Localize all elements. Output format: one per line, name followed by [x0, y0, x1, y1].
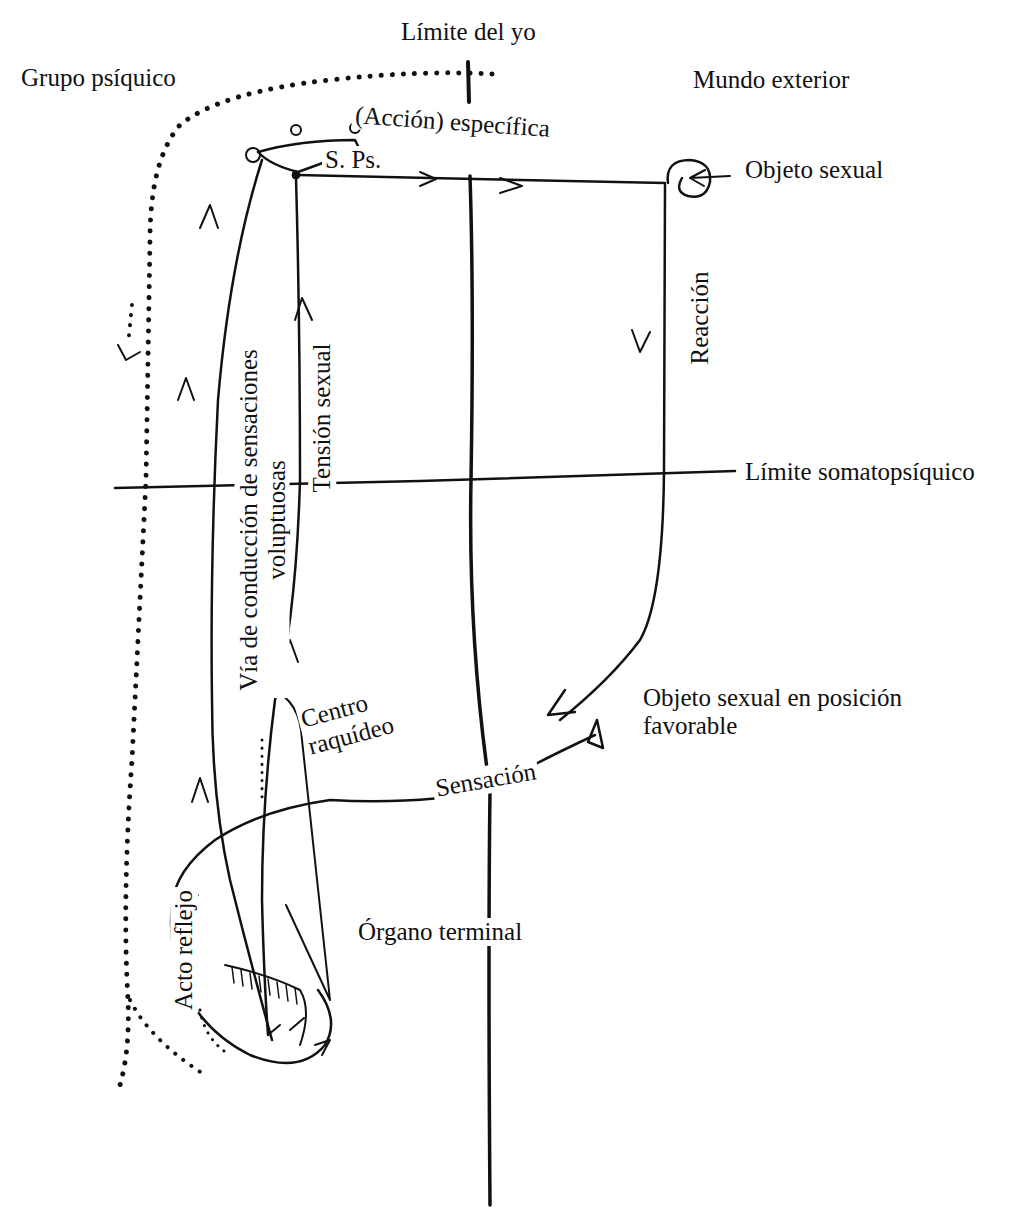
outer-world-label: Mundo exterior [690, 66, 852, 94]
favourable-object-label: Objeto sexual en posición favorable [640, 684, 916, 739]
specific-action-label: (Acción) específica [351, 101, 553, 142]
hatch-stroke [268, 979, 270, 995]
reaction-label: Reacción [686, 268, 714, 367]
hatch-stroke [286, 985, 288, 1001]
reflex-act-label: Acto reflejo [170, 887, 198, 1013]
hatch-stroke [241, 970, 243, 986]
hatch-stroke [295, 988, 297, 1004]
hatch-stroke [277, 982, 279, 998]
hatch-stroke [250, 973, 252, 989]
somatopsychic-boundary-label: Límite somatopsíquico [742, 458, 978, 486]
sps-label: S. Ps. [322, 146, 384, 174]
sexual-tension-label: Tensión sexual [308, 341, 336, 496]
ego-boundary-label: Límite del yo [398, 18, 539, 46]
psychic-group-label: Grupo psíquico [18, 64, 179, 92]
terminal-organ-label: Órgano terminal [355, 918, 525, 946]
conduction-path-label: Vía de conducción de sensaciones voluptu… [235, 342, 290, 698]
sexual-object-label: Objeto sexual [742, 156, 886, 184]
spinal-centre-label: Centro raquídeo [295, 675, 431, 761]
hatch-stroke [232, 967, 234, 983]
hatch-stroke [259, 976, 261, 992]
